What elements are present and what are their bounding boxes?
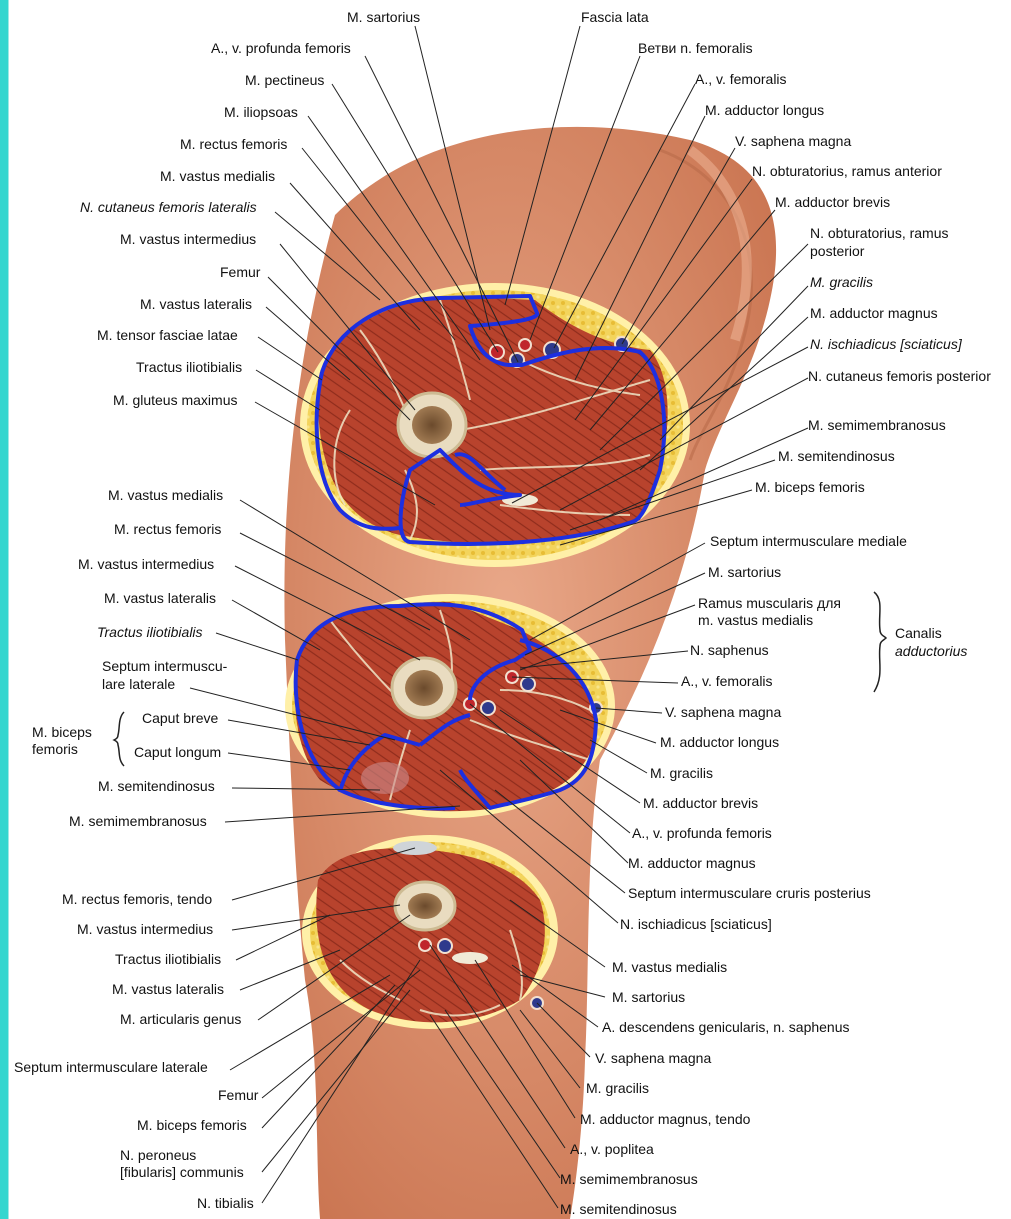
label-mid-caput-breve: Caput breve xyxy=(142,711,218,726)
label-bot-semimembranosus: M. semimembranosus xyxy=(560,1172,698,1187)
label-top-iliopsoas: M. iliopsoas xyxy=(224,105,298,120)
label-top-obturatorius-ant: N. obturatorius, ramus anterior xyxy=(752,164,942,179)
label-top-vastus-lateralis: M. vastus lateralis xyxy=(140,297,252,312)
label-bot-peroneus-1: N. peroneus xyxy=(120,1148,196,1163)
label-bot-vastus-intermedius: M. vastus intermedius xyxy=(77,922,213,937)
label-top-femoralis: A., v. femoralis xyxy=(695,72,787,87)
label-top-vastus-medialis: M. vastus medialis xyxy=(160,169,275,184)
label-mid-septum-lat-1: Septum intermuscu- xyxy=(102,659,227,674)
label-top-adductor-magnus: M. adductor magnus xyxy=(810,306,938,321)
label-mid-gracilis: M. gracilis xyxy=(650,766,713,781)
label-mid-caput-longum: Caput longum xyxy=(134,745,221,760)
label-bot-peroneus-2: [fibularis] communis xyxy=(120,1165,244,1180)
label-mid-adductor-magnus: M. adductor magnus xyxy=(628,856,756,871)
label-mid-rectus-femoris: M. rectus femoris xyxy=(114,522,221,537)
label-mid-biceps-2: femoris xyxy=(32,742,78,757)
label-mid-semimembranosus: M. semimembranosus xyxy=(69,814,207,829)
label-mid-septum-lat-2: lare laterale xyxy=(102,677,175,692)
label-bot-semitendinosus: M. semitendinosus xyxy=(560,1202,677,1217)
label-top-obturatorius-post-1: N. obturatorius, ramus xyxy=(810,226,949,241)
label-top-semitendinosus: M. semitendinosus xyxy=(778,449,895,464)
label-mid-ramus-1: Ramus muscularis для xyxy=(698,596,841,611)
label-top-sartorius: M. sartorius xyxy=(347,10,420,25)
label-mid-saphena-magna: V. saphena magna xyxy=(665,705,781,720)
label-top-gracilis: M. gracilis xyxy=(810,275,873,290)
label-top-pectineus: M. pectineus xyxy=(245,73,324,88)
label-bot-sartorius: M. sartorius xyxy=(612,990,685,1005)
label-top-vetvi: Ветви n. femoralis xyxy=(638,41,753,56)
label-mid-adductor-longus: M. adductor longus xyxy=(660,735,779,750)
label-top-fascia-lata: Fascia lata xyxy=(581,10,649,25)
label-top-adductor-longus: M. adductor longus xyxy=(705,103,824,118)
label-mid-ischiadicus: N. ischiadicus [sciaticus] xyxy=(620,917,772,932)
label-mid-semitendinosus: M. semitendinosus xyxy=(98,779,215,794)
label-bot-gracilis: M. gracilis xyxy=(586,1081,649,1096)
label-top-cutaneus-post: N. cutaneus femoris posterior xyxy=(808,369,991,384)
label-top-cutaneus-lat: N. cutaneus femoris lateralis xyxy=(80,200,257,215)
label-mid-vastus-intermedius: M. vastus intermedius xyxy=(78,557,214,572)
label-bot-descendens: A. descendens genicularis, n. saphenus xyxy=(602,1020,850,1035)
label-top-rectus-femoris: M. rectus femoris xyxy=(180,137,287,152)
label-bot-femur: Femur xyxy=(218,1088,258,1103)
label-bot-rectus-tendo: M. rectus femoris, tendo xyxy=(62,892,212,907)
label-bot-vastus-lateralis: M. vastus lateralis xyxy=(112,982,224,997)
label-bot-biceps: M. biceps femoris xyxy=(137,1118,247,1133)
label-top-saphena-magna: V. saphena magna xyxy=(735,134,851,149)
label-bot-poplitea: A., v. poplitea xyxy=(570,1142,654,1157)
label-bot-tibialis: N. tibialis xyxy=(197,1196,254,1211)
label-top-tensor: M. tensor fasciae latae xyxy=(97,328,238,343)
label-bot-adductor-magnus-tendo: M. adductor magnus, tendo xyxy=(580,1112,750,1127)
label-mid-ramus-2: m. vastus medialis xyxy=(698,613,813,628)
label-top-adductor-brevis: M. adductor brevis xyxy=(775,195,890,210)
label-bot-septum-lat: Septum intermusculare laterale xyxy=(14,1060,208,1075)
label-mid-profunda: A., v. profunda femoris xyxy=(632,826,772,841)
label-top-gluteus: M. gluteus maximus xyxy=(113,393,237,408)
label-top-ischiadicus: N. ischiadicus [sciaticus] xyxy=(810,337,962,352)
label-bot-tractus: Tractus iliotibialis xyxy=(115,952,221,967)
label-mid-femoralis: A., v. femoralis xyxy=(681,674,773,689)
label-top-profunda-femoris: A., v. profunda femoris xyxy=(211,41,351,56)
label-mid-adductor-brevis: M. adductor brevis xyxy=(643,796,758,811)
label-mid-septum-mediale: Septum intermusculare mediale xyxy=(710,534,907,549)
label-mid-canalis-2: adductorius xyxy=(895,644,967,659)
label-mid-saphenus: N. saphenus xyxy=(690,643,769,658)
label-mid-tractus: Tractus iliotibialis xyxy=(97,625,203,640)
label-bot-articularis: M. articularis genus xyxy=(120,1012,241,1027)
label-mid-vastus-lateralis: M. vastus lateralis xyxy=(104,591,216,606)
label-mid-septum-cruris: Septum intermusculare cruris posterius xyxy=(628,886,871,901)
label-mid-canalis-1: Canalis xyxy=(895,626,942,641)
label-top-vastus-intermedius: M. vastus intermedius xyxy=(120,232,256,247)
label-mid-biceps-1: M. biceps xyxy=(32,725,92,740)
label-top-femur: Femur xyxy=(220,265,260,280)
biceps-brace xyxy=(114,712,124,766)
canalis-brace xyxy=(874,592,886,692)
label-mid-vastus-medialis: M. vastus medialis xyxy=(108,488,223,503)
label-bot-saphena-magna: V. saphena magna xyxy=(595,1051,711,1066)
label-top-biceps: M. biceps femoris xyxy=(755,480,865,495)
label-mid-sartorius: M. sartorius xyxy=(708,565,781,580)
label-top-obturatorius-post-2: posterior xyxy=(810,244,864,259)
label-top-semimembranosus: M. semimembranosus xyxy=(808,418,946,433)
lower-thigh-section xyxy=(302,835,558,1029)
label-top-tractus: Tractus iliotibialis xyxy=(136,360,242,375)
label-bot-vastus-medialis: M. vastus medialis xyxy=(612,960,727,975)
